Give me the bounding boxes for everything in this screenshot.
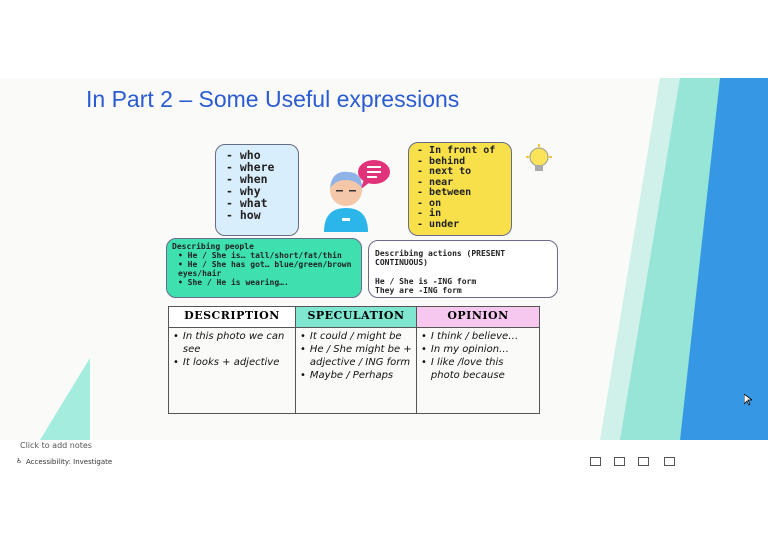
question-word: - who [226, 148, 261, 162]
preposition-item: - under [417, 218, 460, 230]
preposition-item: - next to [417, 166, 472, 177]
description-cell: •In this photo we can see •It looks + ad… [168, 327, 296, 414]
prepositions-box: - In front of - behind - next to - near … [408, 142, 512, 236]
accessibility-icon: ♿ [16, 457, 23, 465]
table-bullet: •In my opinion… [421, 344, 510, 355]
notes-pane[interactable]: Click to add notes [0, 440, 768, 455]
describing-people-heading: Describing people [172, 242, 254, 251]
table-bullet: •I think / believe… [421, 331, 519, 342]
preposition-item: - In front of [417, 145, 496, 156]
lightbulb-icon [526, 144, 552, 171]
preposition-item: - between [417, 187, 472, 198]
describing-people-item: • He / She has got… blue/green/brown eye… [178, 260, 352, 278]
question-word: - why [226, 184, 261, 198]
table-header-speculation: SPECULATION [295, 306, 417, 328]
preposition-item: - on [417, 197, 442, 209]
opinion-cell: •I think / believe… •In my opinion… •I l… [416, 327, 540, 414]
notes-placeholder[interactable]: Click to add notes [20, 441, 92, 450]
slide-decoration-right [600, 78, 768, 440]
question-word: - when [226, 172, 268, 186]
slide-decoration-left [40, 358, 90, 440]
table-bullet: •In this photo we can see [173, 331, 285, 355]
preposition-item: - in [417, 208, 442, 219]
describing-actions-heading: Describing actions (PRESENT CONTINUOUS) [375, 249, 506, 267]
describing-actions-line: He / She is -ING form [375, 277, 477, 286]
table-bullet: •He / She might be + adjective / ING for… [300, 344, 412, 368]
describing-people-item: • She / He is wearing…. [178, 278, 289, 287]
accessibility-status[interactable]: Accessibility: Investigate [26, 458, 113, 466]
table-bullet: •Maybe / Perhaps [300, 370, 394, 381]
expressions-table: DESCRIPTION SPECULATION OPINION •In this… [168, 306, 540, 414]
table-header-opinion: OPINION [416, 306, 540, 328]
table-bullet: •I like /love this photo because [421, 357, 505, 381]
question-words-box: - who - where - when - why - what - how [215, 144, 299, 236]
table-bullet: •It could / might be [300, 331, 402, 342]
table-bullet: •It looks + adjective [173, 357, 280, 368]
status-bar: ♿ Accessibility: Investigate [0, 455, 768, 469]
slide-title[interactable]: In Part 2 – Some Useful expressions [86, 86, 460, 112]
slideshow-icon[interactable] [664, 457, 675, 466]
describing-people-box: Describing people • He / She is… tall/sh… [166, 238, 362, 298]
preposition-item: - near [417, 176, 454, 188]
describing-people-item: • He / She is… tall/short/fat/thin [178, 251, 342, 260]
mouse-cursor-icon [744, 394, 752, 406]
describing-actions-line: They are -ING form [375, 286, 462, 295]
normal-view-icon[interactable] [590, 457, 601, 466]
question-word: - how [226, 208, 261, 222]
person-speaking-illustration [324, 160, 390, 232]
reading-view-icon[interactable] [638, 457, 649, 466]
question-word: - what [226, 196, 268, 210]
preposition-item: - behind [417, 155, 466, 167]
question-word: - where [226, 160, 275, 174]
speculation-cell: •It could / might be •He / She might be … [295, 327, 417, 414]
describing-actions-box: Describing actions (PRESENT CONTINUOUS) … [368, 240, 558, 298]
table-header-description: DESCRIPTION [168, 306, 296, 328]
slide-sorter-icon[interactable] [614, 457, 625, 466]
